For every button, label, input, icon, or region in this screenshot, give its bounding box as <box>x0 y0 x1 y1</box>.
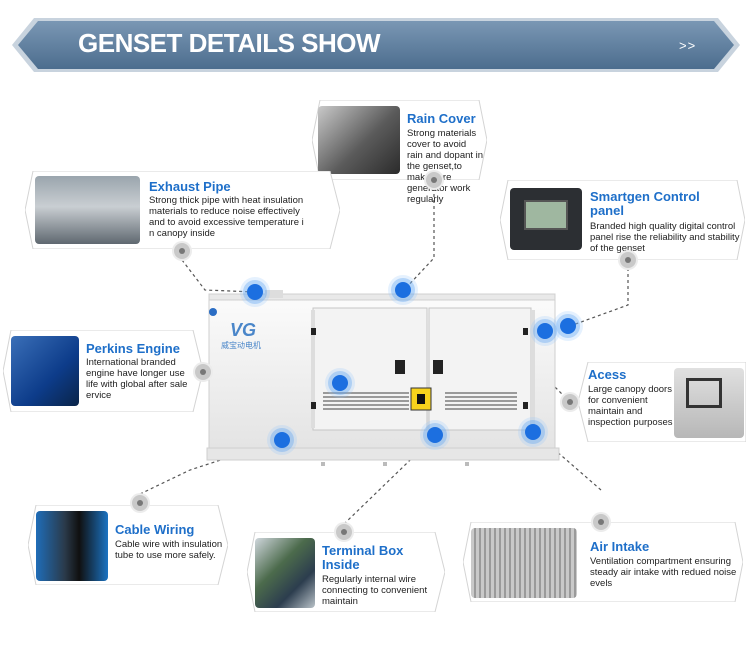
card-desc-line: ervice <box>86 390 112 401</box>
card-desc-line: engine have longer use <box>86 368 185 379</box>
card-cable-wiring: Cable Wiring Cable wire with insulation … <box>28 505 228 585</box>
card-title: Rain Cover <box>407 111 476 126</box>
anchor-dot <box>620 252 636 268</box>
card-desc-line: maintain <box>322 596 358 607</box>
card-desc-line: materials to reduce noise effectively <box>149 206 300 217</box>
card-desc-line: life with global after sale <box>86 379 188 390</box>
header-banner <box>12 18 740 72</box>
card-title: Cable Wiring <box>115 522 195 537</box>
card-desc-line: Regularly internal wire <box>322 574 416 585</box>
anchor-dot <box>593 514 609 530</box>
card-desc-line: maintain and <box>588 406 643 417</box>
hotspot-perkins-engine[interactable] <box>332 375 348 391</box>
card-desc-line: and to avoid excessive temperature i <box>149 217 304 228</box>
hotspot-rain-cover[interactable] <box>395 282 411 298</box>
card-desc-line: Ventilation compartment ensuring <box>590 556 731 567</box>
brand-logo-text: 威宝动电机 <box>221 341 261 350</box>
card-desc-line: rain and dopant in the genset,to <box>407 150 484 172</box>
genset-canopy <box>206 290 560 466</box>
card-title: Perkins Engine <box>86 341 180 356</box>
hotspot-smartgen-panel[interactable] <box>560 318 576 334</box>
card-desc-line: for convenient <box>588 395 648 406</box>
card-desc-line: of the genset <box>590 243 645 254</box>
card-title: Inside <box>322 557 360 572</box>
card-title: Terminal Box <box>322 543 404 558</box>
card-desc-line: tube to use more safely. <box>115 550 216 561</box>
card-title: Smartgen Control <box>590 189 700 204</box>
card-desc-line: evels <box>590 578 613 589</box>
anchor-dot <box>195 364 211 380</box>
card-desc-line: Strong materials cover to avoid <box>407 128 477 150</box>
card-terminal-box: Terminal Box Inside Regularly internal w… <box>247 532 445 612</box>
cable-photo <box>36 511 108 581</box>
engine-photo <box>11 336 79 406</box>
card-air-intake: Air Intake Ventilation compartment ensur… <box>463 522 743 602</box>
card-desc-line: n canopy inside <box>149 228 216 239</box>
card-desc-line: regularly <box>407 194 444 205</box>
anchor-dot <box>174 243 190 259</box>
canopy-door-photo <box>674 368 744 438</box>
hotspot-terminal-box[interactable] <box>427 427 443 443</box>
air-intake-photo <box>471 528 577 598</box>
card-desc-line: Large canopy doors <box>588 384 672 395</box>
anchor-dot <box>562 394 578 410</box>
exhaust-pipe-photo <box>35 176 140 244</box>
card-desc-line: Cable wire with insulation <box>115 539 223 550</box>
card-acess: Acess Large canopy doors for convenient … <box>578 362 746 442</box>
hotspot-exhaust-pipe[interactable] <box>247 284 263 300</box>
card-title: Acess <box>588 367 627 382</box>
anchor-dot <box>426 172 442 188</box>
card-perkins-engine: Perkins Engine International branded eng… <box>3 330 203 412</box>
page-title: GENSET DETAILS SHOW <box>78 28 381 58</box>
card-title: Air Intake <box>590 539 650 554</box>
control-panel-photo <box>510 188 582 250</box>
card-desc-line: Branded high quality digital control <box>590 221 736 232</box>
card-desc-line: inspection purposes <box>588 417 673 428</box>
terminal-box-photo <box>255 538 315 608</box>
card-desc-line: International branded <box>86 357 176 368</box>
card-title: Exhaust Pipe <box>149 179 231 194</box>
more-arrows-icon[interactable]: >> <box>679 38 697 53</box>
card-title: panel <box>590 203 624 218</box>
card-desc-line: Strong thick pipe with heat insulation <box>149 195 304 206</box>
card-rain-cover: Rain Cover Strong materials cover to avo… <box>312 100 487 205</box>
card-desc-line: steady air intake with redued noise <box>590 567 737 578</box>
hotspot-air-intake[interactable] <box>525 424 541 440</box>
hotspot-cable-wiring[interactable] <box>274 432 290 448</box>
anchor-dot <box>132 495 148 511</box>
card-desc-line: make sure generator work <box>407 172 471 194</box>
anchor-dot <box>336 524 352 540</box>
card-desc-line: panel rise the reliability and stability <box>590 232 740 243</box>
brand-logo: VG <box>230 320 257 340</box>
card-smartgen-panel: Smartgen Control panel Branded high qual… <box>500 180 745 260</box>
rain-cover-photo <box>318 106 400 174</box>
card-exhaust-pipe: Exhaust Pipe Strong thick pipe with heat… <box>25 171 340 249</box>
card-desc-line: connecting to convenient <box>322 585 428 596</box>
hotspot-acess[interactable] <box>537 323 553 339</box>
